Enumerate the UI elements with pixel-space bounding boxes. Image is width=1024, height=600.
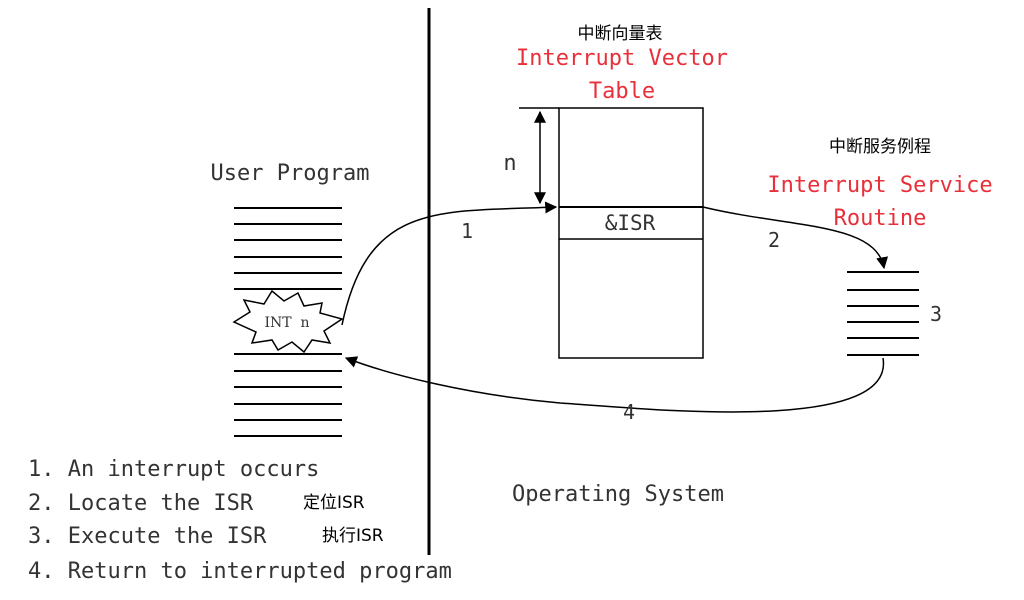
user-program-title: User Program [211, 161, 370, 186]
isr-code-lines [847, 272, 919, 355]
isr-title-cn: 中断服务例程 [829, 137, 931, 157]
user-program-code-lines-upper [234, 208, 342, 289]
user-program-code-lines-lower [234, 354, 342, 436]
ivt-title-en-line1: Interrupt Vector [516, 46, 728, 71]
ivt-title-cn: 中断向量表 [578, 24, 663, 44]
step-2-text: 2. Locate the ISR [28, 491, 254, 516]
operating-system-label: Operating System [512, 482, 724, 507]
step-3-text: 3. Execute the ISR [28, 524, 267, 549]
step-4-text: 4. Return to interrupted program [28, 559, 452, 584]
flow-label-3: 3 [930, 302, 942, 326]
offset-label: n [503, 151, 516, 176]
flow-label-2: 2 [768, 228, 780, 252]
arrow-step1 [342, 207, 556, 325]
steps-list: 1. An interrupt occurs 2. Locate the ISR… [28, 457, 452, 584]
isr-title-en-line1: Interrupt Service [767, 173, 992, 198]
isr-title-en-line2: Routine [834, 206, 927, 231]
ivt-title-en-line2: Table [589, 79, 655, 104]
flow-label-1: 1 [461, 219, 473, 243]
step-3-note: 执行ISR [322, 526, 384, 546]
step-1-text: 1. An interrupt occurs [28, 457, 319, 482]
arrow-step4 [346, 358, 883, 412]
step-2-note: 定位ISR [303, 493, 365, 513]
ivt-entry-label: &ISR [605, 211, 656, 235]
flow-label-4: 4 [623, 400, 635, 424]
int-instruction-label: INT n [264, 315, 309, 331]
